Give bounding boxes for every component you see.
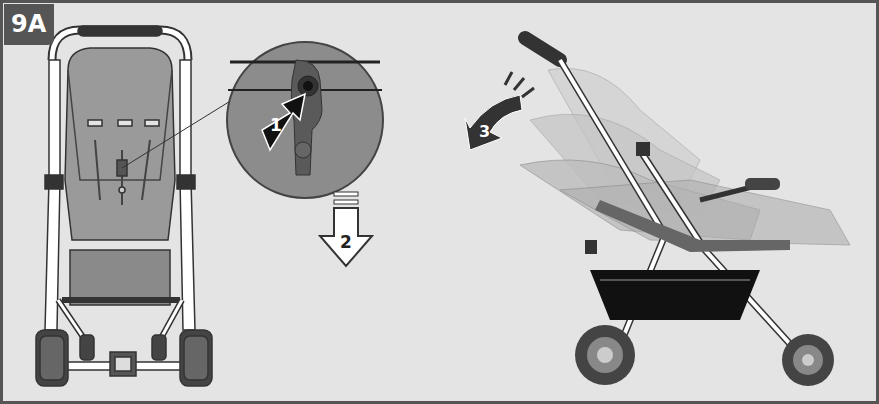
callout-number: 2 bbox=[340, 234, 352, 251]
fold-arrow bbox=[465, 72, 534, 150]
stroller-side-view bbox=[520, 38, 850, 386]
callout-number: 3 bbox=[479, 124, 490, 140]
detail-magnifier bbox=[227, 42, 383, 198]
step-badge: 9A bbox=[4, 4, 54, 45]
pull-down-arrow bbox=[320, 192, 372, 266]
step-number: 9A bbox=[11, 11, 47, 37]
callout-number: 1 bbox=[270, 117, 282, 134]
leader-line bbox=[122, 100, 232, 168]
push-arrow bbox=[262, 94, 305, 150]
stroller-front-view bbox=[36, 26, 212, 386]
